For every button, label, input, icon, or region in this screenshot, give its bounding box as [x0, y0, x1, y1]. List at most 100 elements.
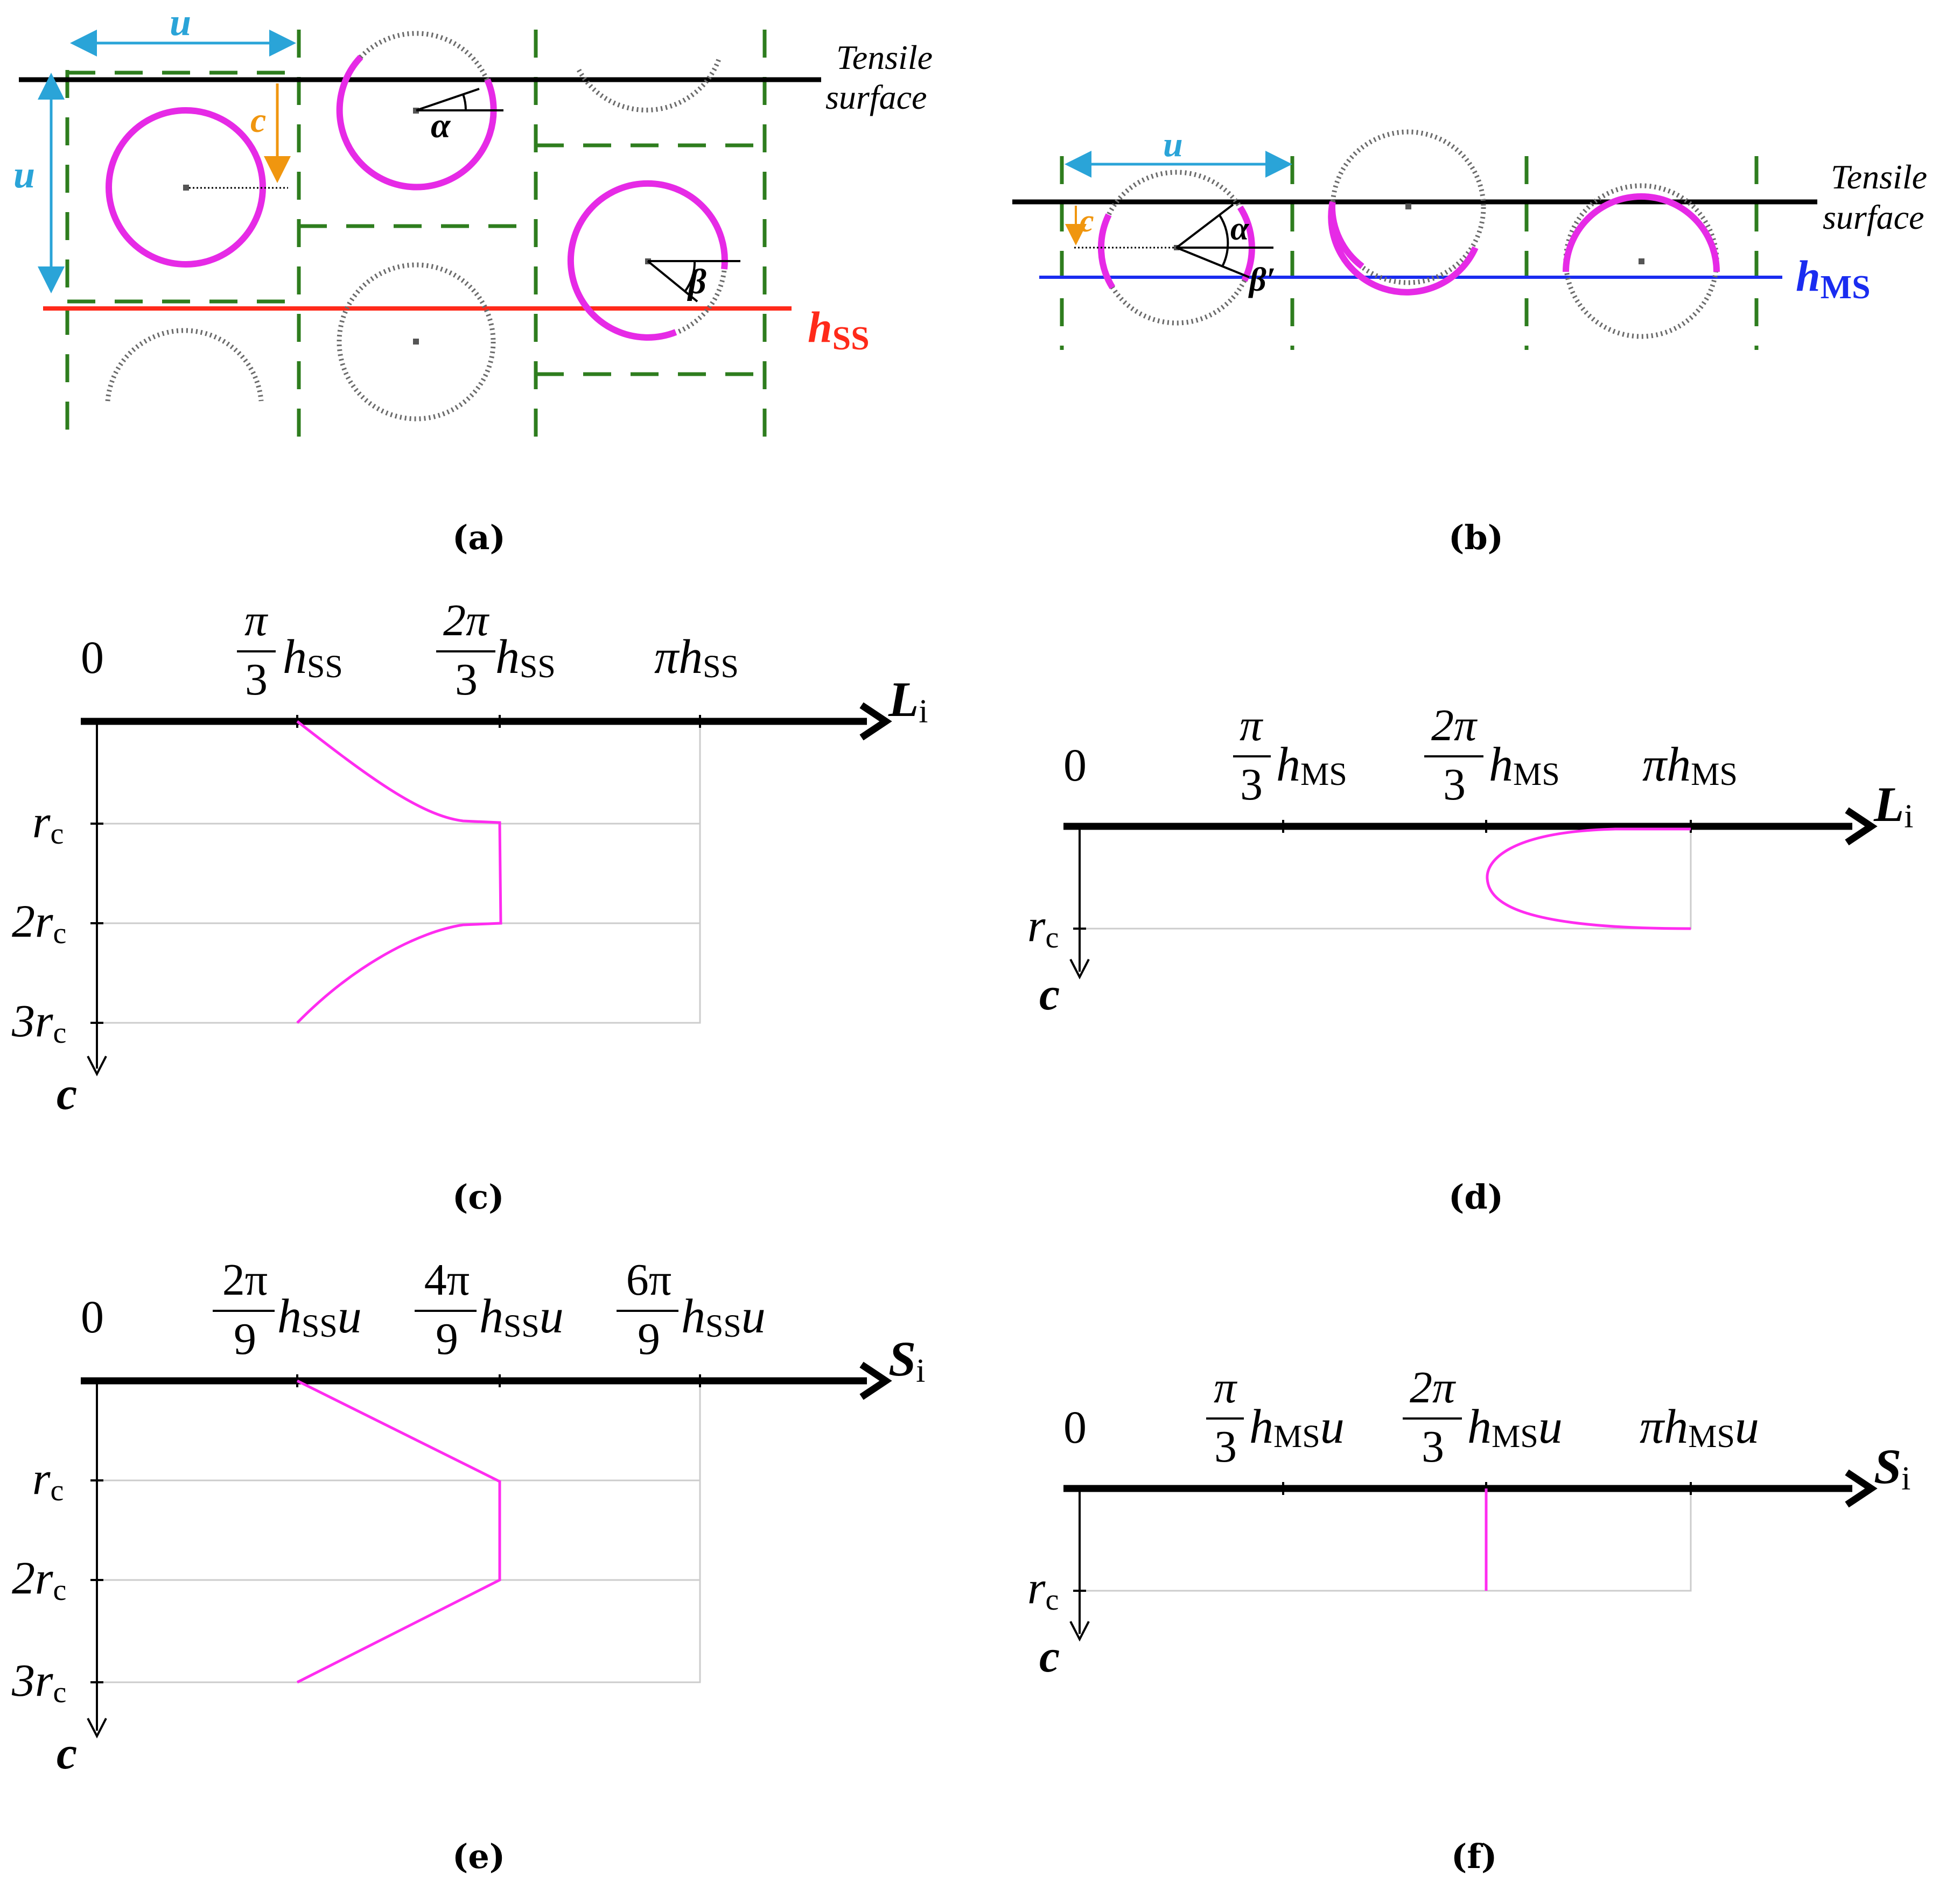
caption-f: (f): [1451, 1837, 1497, 1876]
svg-text:2π: 2π: [443, 595, 490, 645]
svg-text:2π: 2π: [1410, 1363, 1457, 1413]
c-axis-label: c: [57, 1727, 77, 1779]
svg-text:3: 3: [245, 655, 268, 705]
svg-text:hMS: hMS: [1489, 738, 1560, 792]
svg-text:9: 9: [436, 1314, 458, 1364]
beta-label: β: [687, 262, 706, 301]
inclusion-arc: [1563, 193, 1720, 272]
c-depth-label: c: [250, 101, 266, 140]
inclusion-arc: [1237, 205, 1255, 282]
inclusion-arc: [577, 58, 722, 113]
svg-text:3: 3: [1443, 760, 1466, 810]
svg-text:π: π: [1240, 700, 1264, 750]
caption-d: (d): [1448, 1177, 1503, 1217]
tick-label: 2π 3 hMS: [1424, 700, 1560, 810]
zero-label: 0: [1063, 739, 1087, 791]
inclusion-arc: [1328, 201, 1479, 296]
c-axis-label: c: [1039, 968, 1060, 1020]
tick-label: π 3 hSS: [237, 595, 343, 705]
panel-a: α β u u c Tensile surface hSS (a): [13, 1, 933, 557]
u-dimension-label: u: [13, 153, 35, 196]
tick-label: 2π 3 hSS: [436, 595, 556, 705]
tensile-surface-label: surface: [825, 78, 927, 116]
inclusion-arc: [567, 180, 728, 341]
caption-c: (c): [452, 1177, 504, 1217]
inclusion-arc: [105, 328, 264, 402]
svg-text:3: 3: [1214, 1422, 1237, 1472]
svg-text:rc: rc: [32, 1452, 64, 1507]
panel-d: 0 π 3 hMS 2π 3 hMS πhMS Li rc c (d): [1027, 700, 1913, 1217]
svg-text:6π: 6π: [626, 1255, 671, 1305]
svg-text:πhMSu: πhMSu: [1640, 1400, 1759, 1454]
c-tick-label: rc 2rc 3rc: [11, 796, 66, 1050]
svg-text:4π: 4π: [424, 1255, 470, 1305]
u-dimension-label: u: [1163, 125, 1183, 164]
alpha-label: α: [431, 106, 451, 145]
li-axis-label: Li: [1873, 777, 1913, 835]
h-ms-label: hMS: [1796, 251, 1871, 306]
svg-text:hSS: hSS: [283, 630, 343, 684]
tick-label: πhMSu: [1640, 1400, 1759, 1454]
inclusion-circle: [337, 262, 496, 422]
tick-label: π 3 hMS: [1233, 700, 1347, 810]
c-tick-label: rc: [1027, 1562, 1059, 1617]
tick-label: 2π 3 hMSu: [1403, 1363, 1563, 1472]
tick-label: πhSS: [654, 630, 739, 684]
svg-text:hMSu: hMSu: [1467, 1400, 1563, 1454]
panel-c: 0 π 3 hSS 2π 3 hSS πhSS Li rc 2rc 3rc c …: [11, 595, 928, 1217]
svg-text:3: 3: [1240, 760, 1263, 810]
panel-e: 0 2π 9 hSSu 4π 9 hSSu 6π 9 hSSu Si rc 2r…: [11, 1255, 925, 1876]
caption-b: (b): [1448, 518, 1503, 557]
svg-text:π: π: [244, 595, 269, 645]
svg-text:hSS: hSS: [495, 630, 556, 684]
tick-label: 4π 9 hSSu: [415, 1255, 564, 1364]
svg-text:2rc: 2rc: [12, 895, 66, 950]
c-axis-label: c: [1039, 1630, 1060, 1682]
inclusion-circle: [106, 107, 266, 268]
c-tick-label: rc: [1027, 900, 1059, 954]
c-depth-label: c: [1080, 203, 1094, 238]
tensile-surface-label: surface: [1823, 198, 1924, 236]
length-curve: [296, 720, 502, 1024]
h-ss-label: hSS: [808, 303, 870, 357]
zero-label: 0: [81, 1291, 104, 1343]
alpha-label: α: [1230, 210, 1250, 247]
li-axis-label: Li: [888, 672, 928, 730]
unit-cell-boxes: [1060, 156, 1759, 350]
panel-b: α β′ u c Tensile surface hMS (b): [1012, 125, 1927, 557]
zero-label: 0: [81, 631, 104, 683]
svg-text:πhSS: πhSS: [654, 630, 739, 684]
si-axis-label: Si: [888, 1331, 925, 1389]
caption-e: (e): [452, 1837, 505, 1876]
svg-text:πhMS: πhMS: [1642, 738, 1738, 792]
svg-text:3: 3: [455, 655, 478, 705]
svg-text:2π: 2π: [1431, 700, 1478, 750]
tick-label: π 3 hMSu: [1206, 1363, 1345, 1472]
svg-text:hMS: hMS: [1276, 738, 1347, 792]
tensile-surface-label: Tensile: [836, 38, 933, 76]
beta-prime-label: β′: [1248, 262, 1276, 298]
svg-text:2rc: 2rc: [12, 1552, 66, 1607]
inclusion-arc: [336, 54, 497, 191]
svg-text:π: π: [1214, 1363, 1238, 1413]
tensile-surface-label: Tensile: [1831, 158, 1927, 196]
svg-text:hMSu: hMSu: [1249, 1400, 1345, 1454]
tick-label: 2π 9 hSSu: [213, 1255, 362, 1364]
svg-text:9: 9: [234, 1314, 256, 1364]
svg-text:rc: rc: [32, 796, 64, 851]
zero-label: 0: [1063, 1401, 1087, 1453]
si-axis-label: Si: [1874, 1439, 1910, 1497]
c-axis-label: c: [57, 1068, 77, 1119]
svg-text:3rc: 3rc: [11, 1654, 66, 1709]
tick-label: πhMS: [1642, 738, 1738, 792]
svg-text:9: 9: [638, 1314, 660, 1364]
u-dimension-label: u: [170, 1, 191, 44]
caption-a: (a): [452, 518, 506, 557]
svg-text:3rc: 3rc: [11, 995, 66, 1050]
tick-label: 6π 9 hSSu: [617, 1255, 766, 1364]
area-curve: [296, 1379, 501, 1684]
panel-f: 0 π 3 hMSu 2π 3 hMSu πhMSu Si rc c (f): [1027, 1363, 1910, 1876]
svg-text:hSSu: hSSu: [681, 1290, 766, 1344]
length-curve: [1486, 827, 1691, 930]
